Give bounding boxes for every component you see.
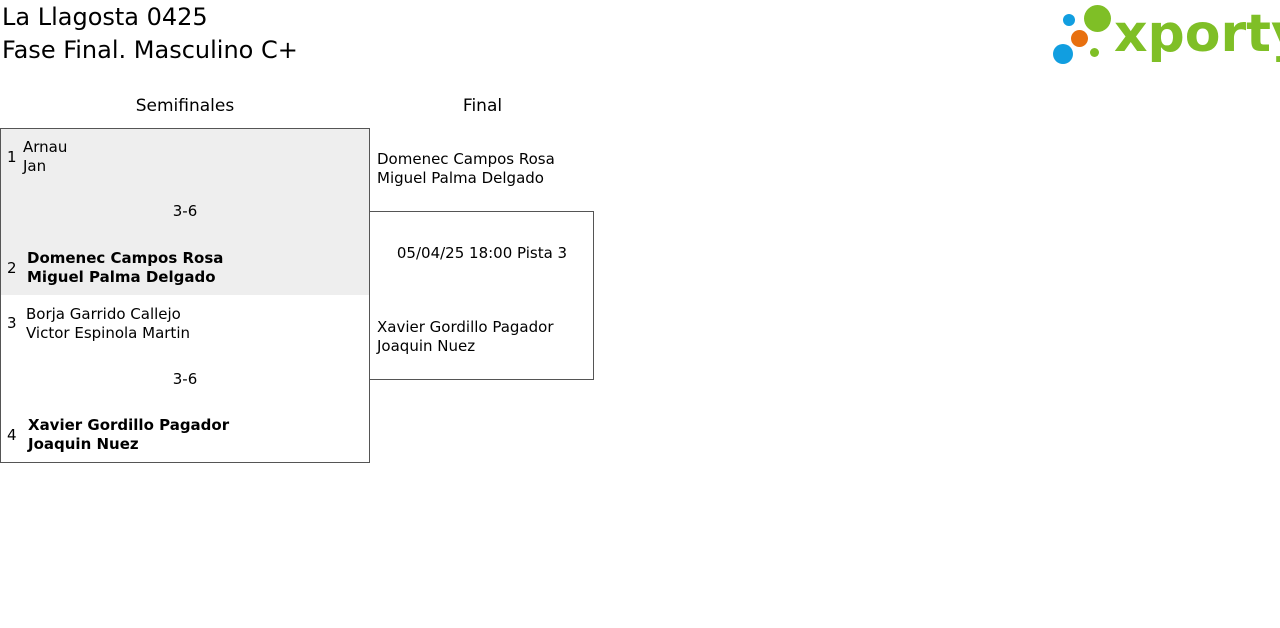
player-name: Miguel Palma Delgado <box>27 268 216 286</box>
player-name: Borja Garrido Callejo <box>26 305 181 323</box>
team-pair: Borja Garrido Callejo Victor Espinola Ma… <box>26 305 190 343</box>
final-match[interactable] <box>369 211 594 380</box>
final-team-1: Domenec Campos Rosa Miguel Palma Delgado <box>377 150 555 188</box>
logo-wordmark: xporty <box>1114 4 1280 64</box>
player-name: Joaquin Nuez <box>28 435 139 453</box>
player-name: Domenec Campos Rosa <box>27 249 224 267</box>
logo-dot-blue-small-icon <box>1063 14 1075 26</box>
match-score: 3-6 <box>172 202 198 220</box>
player-name: Joaquin Nuez <box>377 337 476 355</box>
team-pair: Arnau Jan <box>23 138 67 176</box>
logo-dot-blue-icon <box>1053 44 1073 64</box>
team-seed: 1 <box>7 148 17 166</box>
player-name: Victor Espinola Martin <box>26 324 190 342</box>
round-header-semifinals: Semifinales <box>135 96 235 116</box>
match-score: 3-6 <box>172 370 198 388</box>
team-pair-winner: Domenec Campos Rosa Miguel Palma Delgado <box>27 249 223 287</box>
category-subtitle: Fase Final. Masculino C+ <box>2 36 298 64</box>
round-header-final: Final <box>462 96 503 116</box>
tournament-title: La Llagosta 0425 <box>2 3 208 31</box>
player-name: Domenec Campos Rosa <box>377 150 555 168</box>
logo-dot-orange-icon <box>1071 30 1088 47</box>
xporty-logo: xporty <box>1050 2 1280 68</box>
team-seed: 4 <box>7 426 17 444</box>
player-name: Xavier Gordillo Pagador <box>377 318 554 336</box>
team-seed: 2 <box>7 259 17 277</box>
player-name: Jan <box>23 157 47 175</box>
logo-dot-green-small-icon <box>1090 48 1099 57</box>
player-name: Miguel Palma Delgado <box>377 169 544 187</box>
semifinal-match-2[interactable]: 3 Borja Garrido Callejo Victor Espinola … <box>0 295 370 463</box>
player-name: Arnau <box>23 138 68 156</box>
team-pair-winner: Xavier Gordillo Pagador Joaquin Nuez <box>28 416 229 454</box>
semifinal-match-1[interactable]: 1 Arnau Jan 3-6 2 Domenec Campos Rosa Mi… <box>0 128 370 296</box>
final-schedule-info: 05/04/25 18:00 Pista 3 <box>396 244 568 262</box>
player-name: Xavier Gordillo Pagador <box>28 416 230 434</box>
final-team-2: Xavier Gordillo Pagador Joaquin Nuez <box>377 318 554 356</box>
logo-dot-green-icon <box>1084 5 1111 32</box>
team-seed: 3 <box>7 314 17 332</box>
